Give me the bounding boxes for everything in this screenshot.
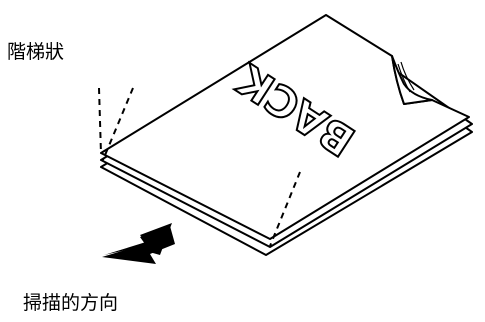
top-sheet: [100, 14, 470, 240]
page-corner-curl-icon: [391, 55, 433, 105]
scan-direction-arrow-icon: [102, 223, 175, 264]
left-guide-vertical: [98, 87, 102, 155]
staggered-label: 階梯狀: [7, 41, 65, 63]
stagger-guides: [98, 87, 301, 247]
left-guide-slanted: [102, 87, 134, 161]
front-guide: [269, 171, 301, 247]
scan-direction-label: 掃描的方向: [23, 292, 119, 314]
